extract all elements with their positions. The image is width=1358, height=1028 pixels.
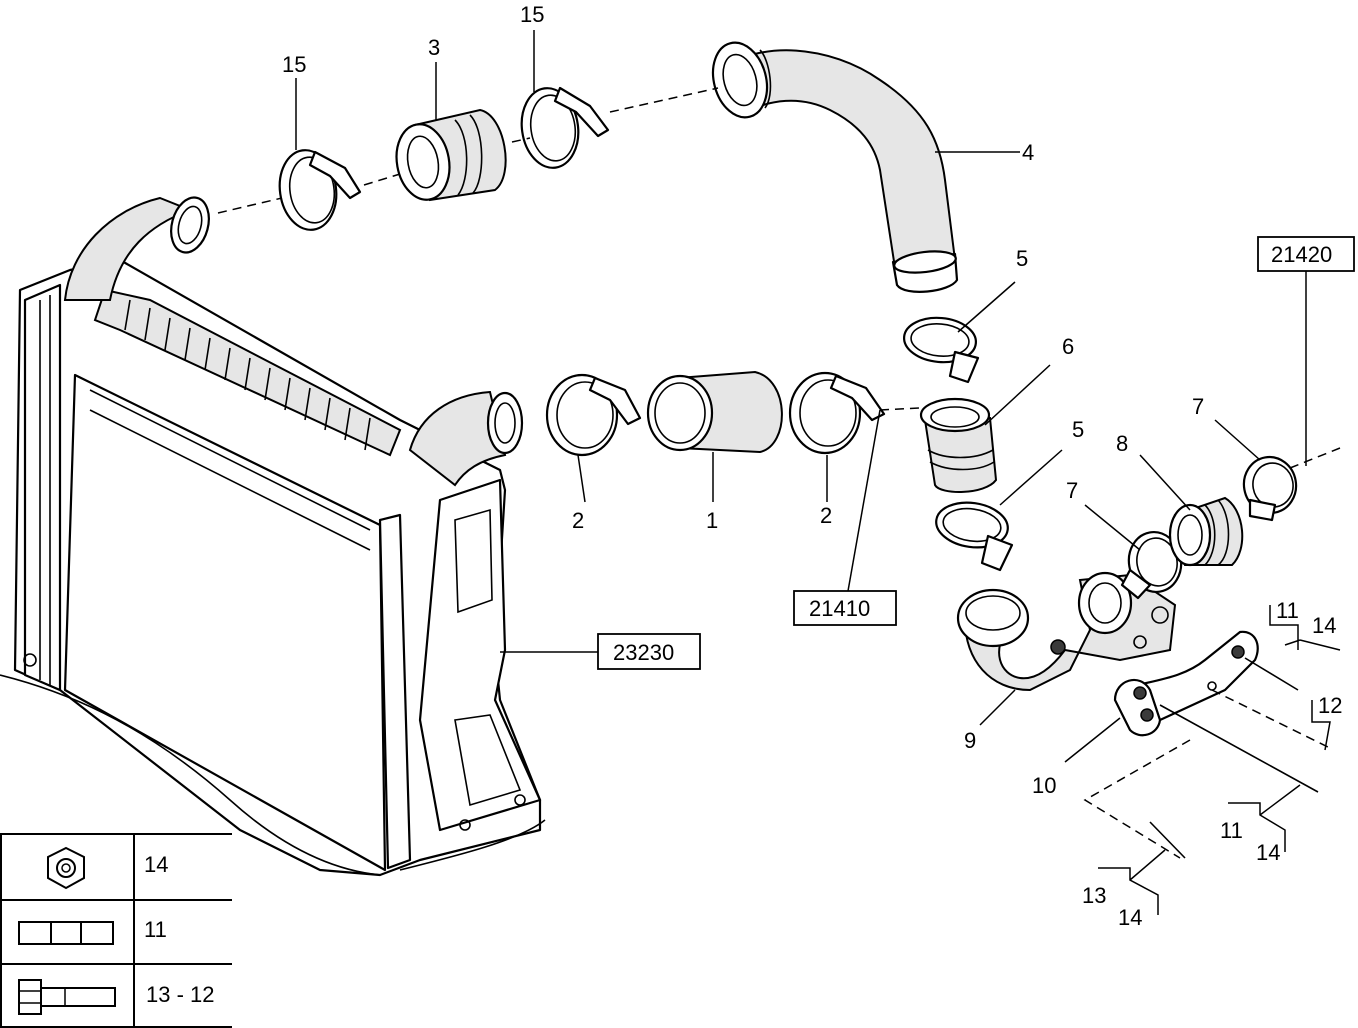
part-15-clamp-left <box>278 149 362 231</box>
ref-box-21410-label: 21410 <box>809 596 870 621</box>
callout-2-left: 2 <box>572 508 584 533</box>
ref-box-21410[interactable]: 21410 <box>793 590 897 626</box>
part-9-elbow <box>956 571 1177 692</box>
callout-15-right: 15 <box>520 2 544 27</box>
callout-8: 8 <box>1116 431 1128 456</box>
ref-box-23230[interactable]: 23230 <box>597 633 701 670</box>
callout-7-upper: 7 <box>1192 394 1204 419</box>
alignment-lines <box>217 87 1341 859</box>
part-8-bellows <box>1168 496 1244 567</box>
hex-nut-icon <box>47 846 85 890</box>
part-15-clamp-right <box>520 86 610 169</box>
part-5-clamp-lower <box>935 501 1014 572</box>
ref-box-21420[interactable]: 21420 <box>1257 236 1355 272</box>
part-7-clamp-lower <box>1120 531 1183 600</box>
callout-2-right: 2 <box>820 503 832 528</box>
callout-9: 9 <box>964 728 976 753</box>
callout-12: 12 <box>1318 693 1342 718</box>
callout-5-upper: 5 <box>1016 246 1028 271</box>
callouts: 15 3 15 4 5 6 5 7 8 7 2 1 2 9 10 11 14 1… <box>282 2 1342 930</box>
callout-7-lower: 7 <box>1066 478 1078 503</box>
part-3-sleeve <box>395 108 507 202</box>
fastener-legend: 14 11 13 - 12 <box>0 833 232 1028</box>
legend-label-bolt: 13 - 12 <box>146 982 215 1007</box>
callout-11-top: 11 <box>1276 598 1299 623</box>
callout-14-bottom: 14 <box>1118 905 1142 930</box>
leader-lines <box>295 30 1341 915</box>
part-7-clamp-upper <box>1242 455 1298 522</box>
callout-13: 13 <box>1082 883 1106 908</box>
part-1-pipe <box>646 370 783 454</box>
callout-5-lower: 5 <box>1072 417 1084 442</box>
legend-label-nut: 14 <box>144 852 168 877</box>
callout-15-left: 15 <box>282 52 306 77</box>
callout-1: 1 <box>706 508 718 533</box>
ref-box-23230-label: 23230 <box>613 640 674 665</box>
callout-4: 4 <box>1022 140 1034 165</box>
part-5-clamp-upper <box>902 316 980 384</box>
part-2-clamp-right <box>788 371 886 455</box>
bolts-group <box>1149 657 1319 859</box>
intercooler-assembly <box>0 196 546 877</box>
callout-14-top: 14 <box>1312 613 1336 638</box>
ref-box-21420-label: 21420 <box>1271 242 1332 267</box>
washer-icon <box>18 921 114 945</box>
legend-label-washer: 11 <box>144 917 167 942</box>
part-2-clamp-left <box>545 373 642 457</box>
callout-6: 6 <box>1062 334 1074 359</box>
part-10-bracket <box>1113 630 1259 737</box>
callout-14-mid: 14 <box>1256 840 1280 865</box>
callout-11-mid: 11 <box>1220 818 1243 843</box>
part-4-hose <box>711 41 959 293</box>
callout-3: 3 <box>428 35 440 60</box>
part-6-sleeve <box>919 397 998 493</box>
callout-10: 10 <box>1032 773 1056 798</box>
bolt-icon <box>18 979 116 1015</box>
